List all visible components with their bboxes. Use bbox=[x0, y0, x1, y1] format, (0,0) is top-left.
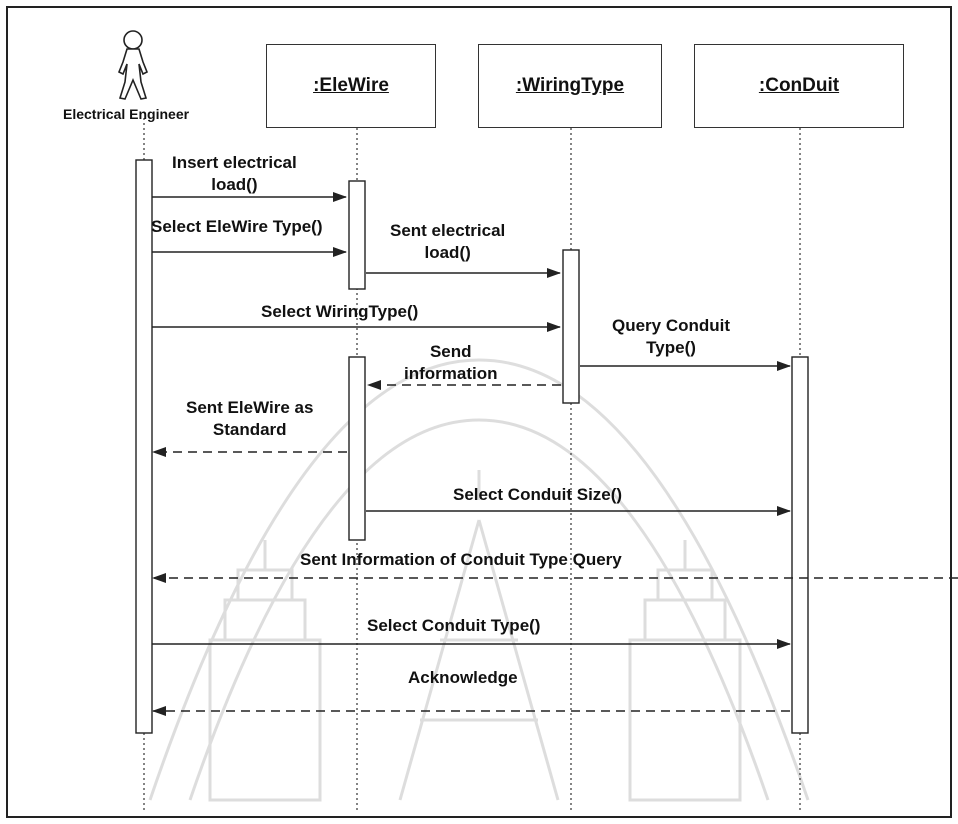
object-elewire-label: :EleWire bbox=[313, 75, 389, 97]
actor-label: Electrical Engineer bbox=[63, 106, 189, 122]
message-label-acknowledge: Acknowledge bbox=[408, 667, 518, 689]
activation-bar-actor-0 bbox=[136, 160, 152, 733]
activation-bar-conduit-4 bbox=[792, 357, 808, 733]
actor-icon bbox=[119, 31, 147, 99]
activation-bar-elewire-3 bbox=[349, 357, 365, 540]
message-label-sent-information-of-conduit-type-query: Sent Information of Conduit Type Query bbox=[300, 549, 622, 571]
object-conduit-label: :ConDuit bbox=[759, 75, 839, 97]
activation-bar-elewire-1 bbox=[349, 181, 365, 289]
message-label-select-conduit-size: Select Conduit Size() bbox=[453, 484, 622, 506]
message-label-select-wiringtype: Select WiringType() bbox=[261, 301, 418, 323]
activation-bar-wiringtype-2 bbox=[563, 250, 579, 403]
object-wiringtype: :WiringType bbox=[478, 44, 662, 128]
message-label-select-elewire-type: Select EleWire Type() bbox=[151, 216, 322, 238]
object-wiringtype-label: :WiringType bbox=[516, 75, 624, 97]
message-label-select-conduit-type: Select Conduit Type() bbox=[367, 615, 540, 637]
object-conduit: :ConDuit bbox=[694, 44, 904, 128]
object-elewire: :EleWire bbox=[266, 44, 436, 128]
